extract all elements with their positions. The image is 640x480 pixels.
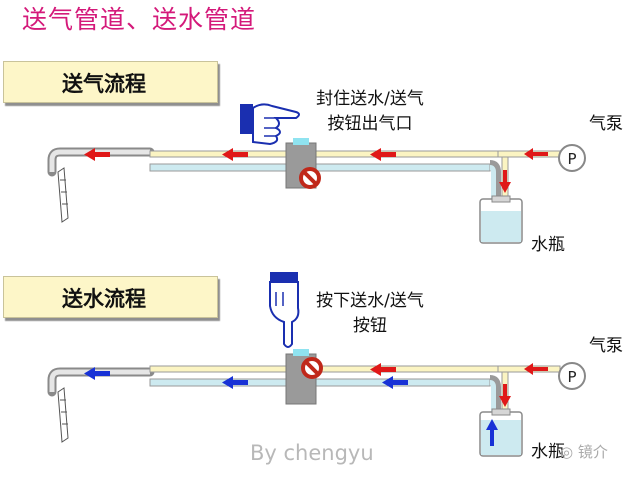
air-arrow bbox=[524, 363, 548, 375]
svg-text:P: P bbox=[567, 150, 576, 168]
water-arrows bbox=[84, 367, 498, 446]
endoscope-tip bbox=[57, 167, 69, 223]
wechat-brand-label: 镜介 bbox=[577, 443, 608, 461]
water-flow-diagram: P bbox=[47, 272, 586, 457]
air-arrows bbox=[84, 148, 548, 193]
valve bbox=[285, 349, 323, 405]
valve-caption-water-line2: 按钮 bbox=[353, 316, 387, 336]
pump-label-water: 气泵 bbox=[589, 336, 623, 356]
bottle-label-water: 水瓶 bbox=[531, 442, 565, 462]
section-heading-air: 送气流程 bbox=[3, 61, 218, 103]
valve-caption-air-line2: 按钮出气口 bbox=[327, 114, 413, 134]
valve-caption-air-line1: 封住送水/送气 bbox=[316, 89, 424, 109]
air-arrow bbox=[370, 363, 396, 376]
no-symbol-icon bbox=[299, 167, 321, 189]
air-tube bbox=[149, 365, 499, 373]
pointing-hand-icon bbox=[240, 103, 300, 146]
water-arrow bbox=[382, 376, 408, 389]
water-arrow-up bbox=[486, 419, 498, 446]
wechat-icon: ◎ bbox=[560, 443, 574, 461]
svg-text:P: P bbox=[567, 368, 576, 386]
water-bottle bbox=[479, 408, 523, 457]
no-symbol-icon bbox=[301, 357, 323, 379]
water-tube bbox=[149, 378, 491, 387]
page-title: 送气管道、送水管道 bbox=[22, 5, 257, 34]
water-arrow bbox=[222, 376, 248, 389]
endoscope-tip bbox=[57, 387, 69, 443]
valve-caption-water-line1: 按下送水/送气 bbox=[316, 291, 424, 311]
pressing-finger-icon bbox=[269, 272, 300, 348]
section-heading-water-label: 送水流程 bbox=[62, 287, 146, 311]
air-tube bbox=[149, 150, 499, 158]
bottle-label-air: 水瓶 bbox=[531, 235, 565, 255]
valve-caption-water: 按下送水/送气 按钮 bbox=[300, 286, 440, 336]
water-arrow bbox=[84, 367, 110, 380]
valve bbox=[285, 138, 321, 189]
air-arrows bbox=[370, 363, 548, 407]
water-bottle bbox=[479, 195, 523, 244]
air-arrow bbox=[222, 148, 248, 161]
valve-caption-air: 封住送水/送气 按钮出气口 bbox=[300, 84, 440, 134]
air-arrow-down bbox=[499, 170, 511, 193]
air-arrow bbox=[524, 148, 548, 160]
pump-label-air: 气泵 bbox=[589, 114, 623, 134]
air-arrow bbox=[370, 148, 396, 161]
section-heading-air-label: 送气流程 bbox=[62, 72, 146, 96]
air-flow-diagram: P bbox=[47, 103, 586, 244]
wechat-brand: ◎ 镜介 bbox=[560, 441, 608, 462]
section-heading-water: 送水流程 bbox=[3, 276, 218, 318]
water-tube bbox=[149, 163, 491, 172]
watermark: By chengyu bbox=[250, 441, 374, 465]
air-arrow bbox=[84, 148, 110, 161]
pump-icon: P bbox=[558, 144, 586, 172]
pump-icon: P bbox=[558, 362, 586, 390]
air-arrow-down bbox=[499, 384, 511, 407]
